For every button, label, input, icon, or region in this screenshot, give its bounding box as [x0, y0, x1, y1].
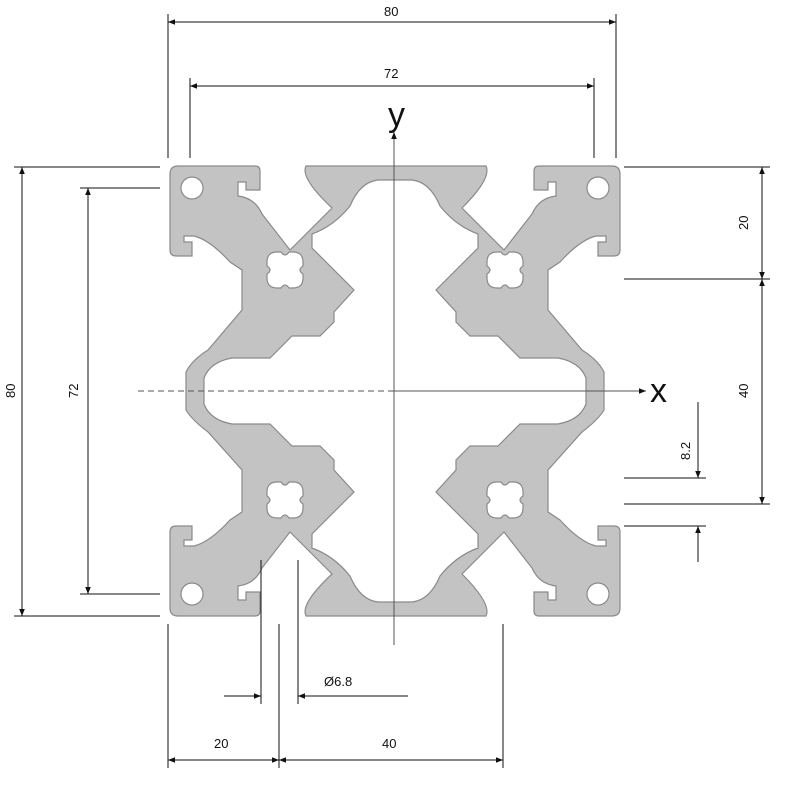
core-bore-top-right: [486, 251, 524, 289]
dimension-bottom-spacing: 40: [279, 624, 504, 768]
dimension-label-40-bottom: 40: [382, 736, 396, 751]
corner-bore-top-left: [180, 176, 204, 200]
dimension-label-40-right: 40: [736, 384, 751, 398]
coordinate-axes: y x: [138, 96, 667, 645]
dimension-bore-diameter: Ø6.8: [224, 560, 408, 704]
dimension-left-height: 80: [3, 166, 160, 617]
dimension-label-80-top: 80: [384, 4, 398, 19]
dimension-right-offset: 20: [624, 166, 770, 280]
dimension-label-20-right: 20: [736, 216, 751, 230]
corner-bore-top-right: [586, 176, 610, 200]
core-bore-bottom-left: [266, 481, 304, 519]
dimension-bottom-offset: 20: [167, 624, 280, 768]
dimension-slot-width: 8.2: [624, 402, 706, 562]
dimension-label-diameter: Ø6.8: [324, 674, 352, 689]
corner-bore-bottom-left: [180, 582, 204, 606]
dimension-right-spacing: 40: [624, 279, 770, 505]
x-axis-label: x: [650, 372, 667, 410]
dimension-label-20-bottom: 20: [214, 736, 228, 751]
dimension-left-inner-height: 72: [66, 187, 160, 595]
dimension-label-8-2: 8.2: [678, 442, 693, 460]
corner-bore-bottom-right: [586, 582, 610, 606]
core-bore-top-left: [266, 251, 304, 289]
dimension-top-width: 80: [167, 4, 617, 158]
dimension-label-80-left: 80: [3, 384, 18, 398]
dimension-top-inner-width: 72: [189, 66, 595, 158]
y-axis-label: y: [388, 96, 405, 134]
aluminium-profile: [169, 165, 621, 617]
dimension-label-72-top: 72: [384, 66, 398, 81]
dimension-label-72-left: 72: [66, 384, 81, 398]
core-bore-bottom-right: [486, 481, 524, 519]
